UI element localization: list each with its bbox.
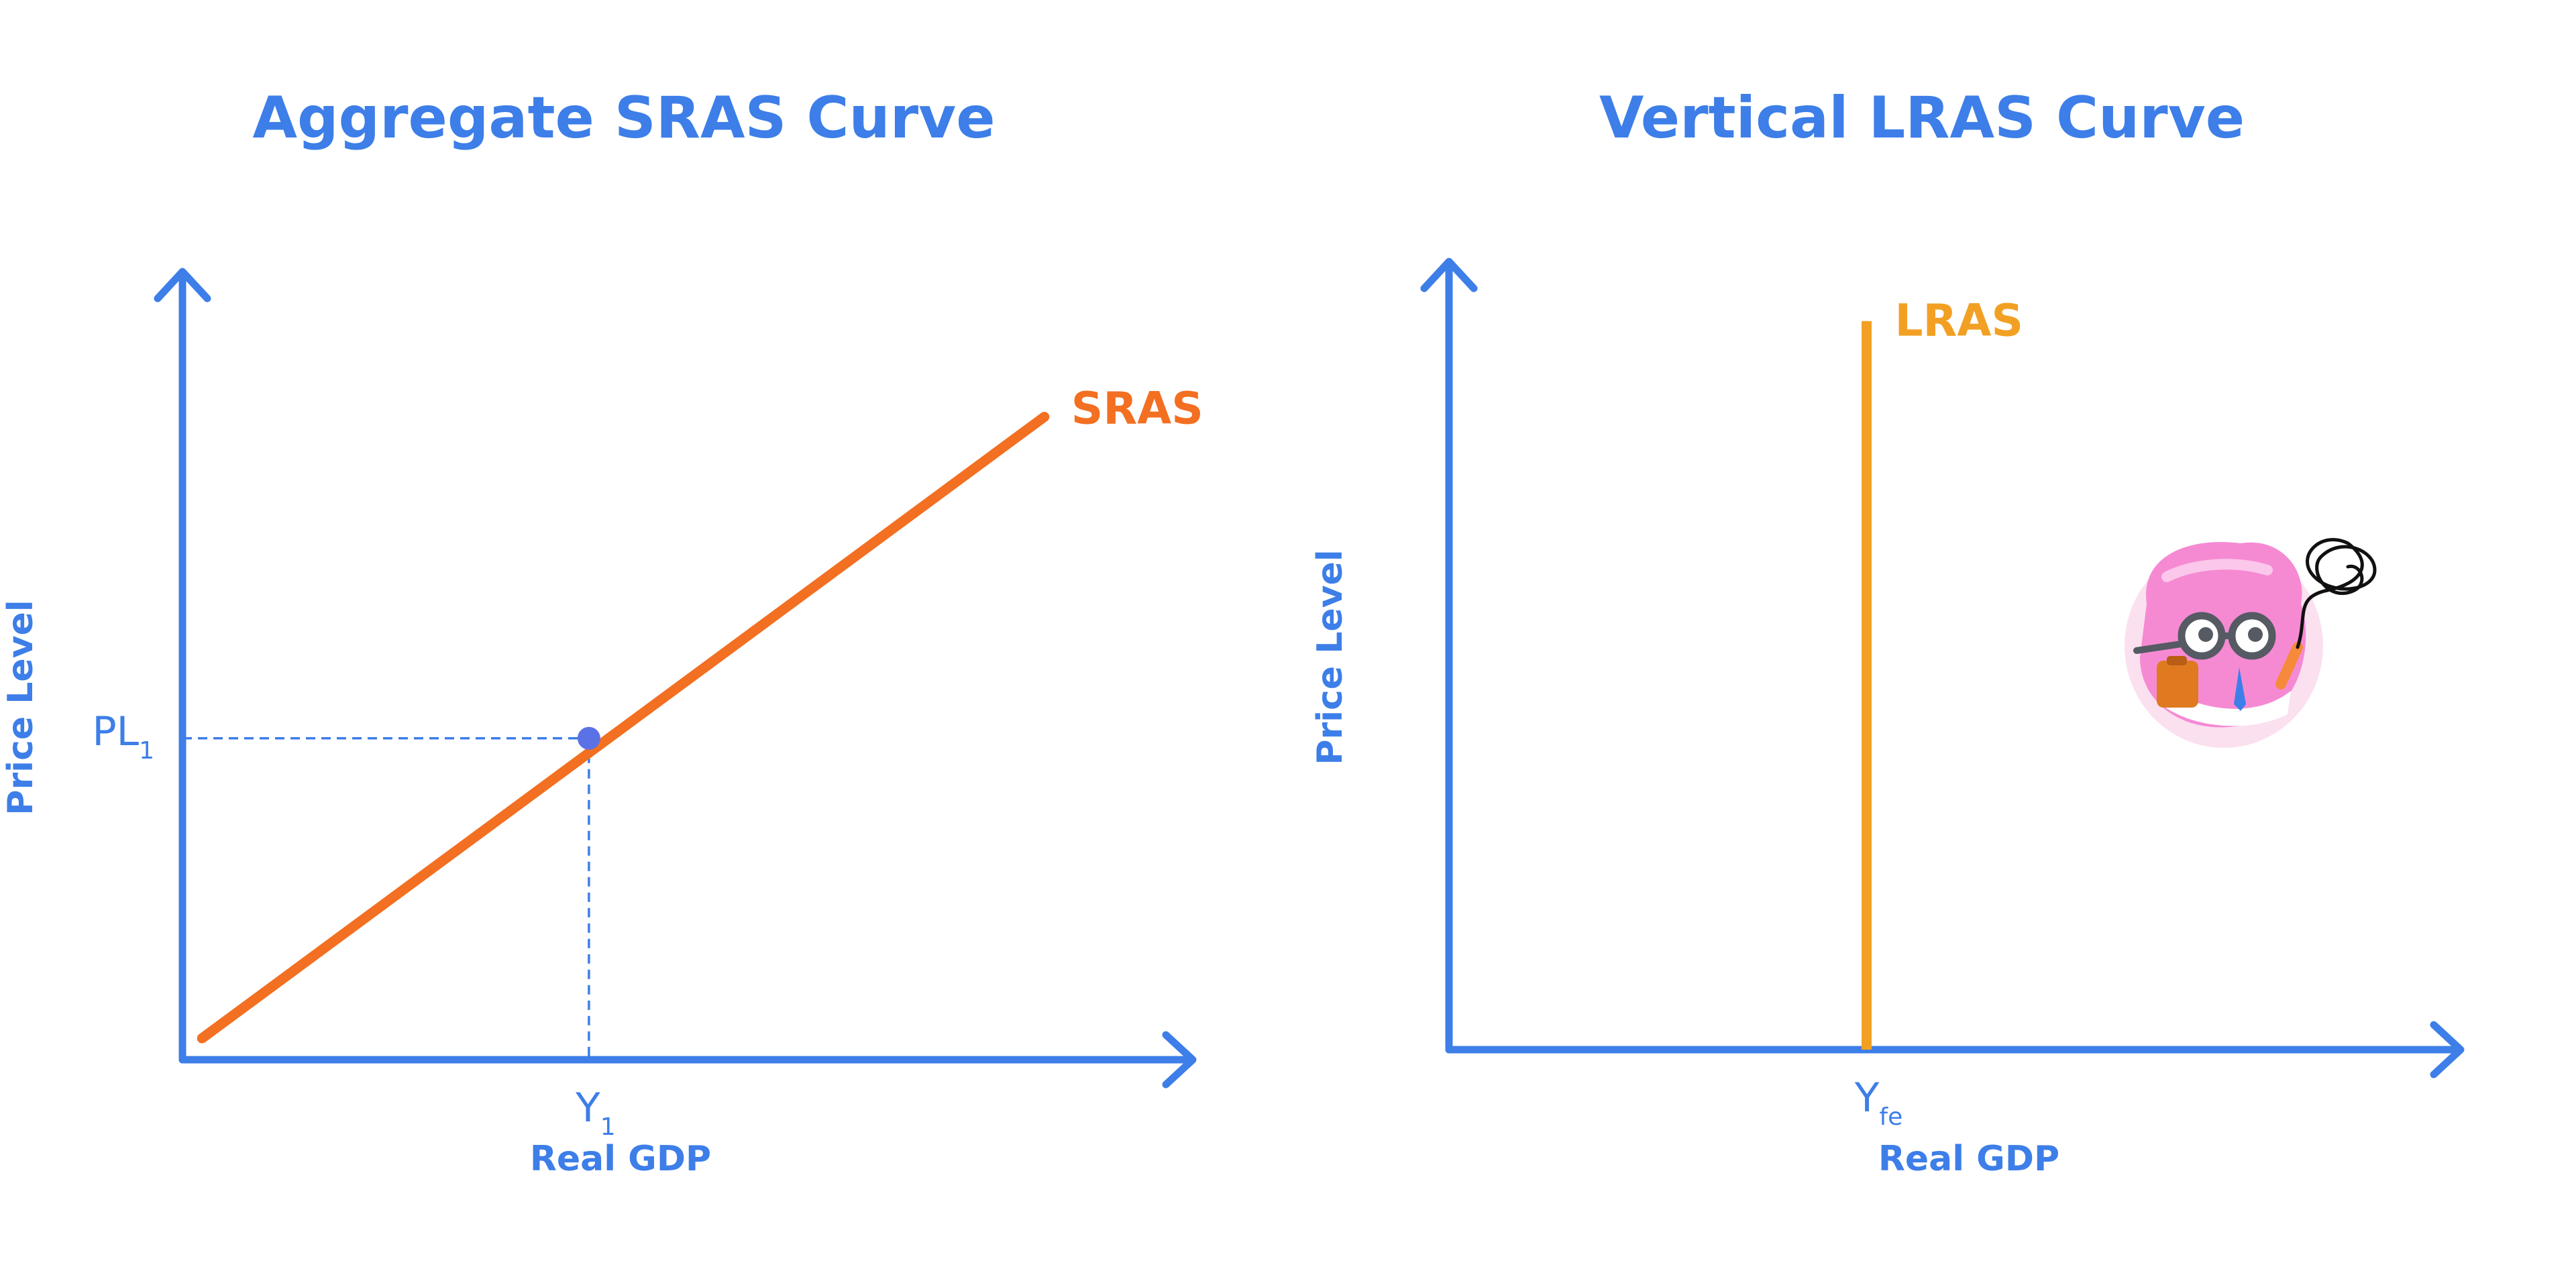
x-axis-label: Real GDP bbox=[1878, 1139, 2059, 1179]
y-tick-label-pl1: PL1 bbox=[92, 708, 154, 765]
tick-subscript: 1 bbox=[600, 1113, 616, 1141]
x-axis-label: Real GDP bbox=[530, 1139, 711, 1179]
equilibrium-point bbox=[577, 726, 600, 750]
x-tick-label-yfe: Yfe bbox=[1854, 1074, 1902, 1131]
sras-curve bbox=[197, 412, 1050, 1044]
y-axis-label: Price Level bbox=[1, 600, 41, 815]
tick-subscript: fe bbox=[1879, 1103, 1902, 1131]
lras-chart: Vertical LRAS Curve LRAS Yfe Real GDP Pr… bbox=[1310, 85, 2465, 1179]
chart-title: Vertical LRAS Curve bbox=[1599, 85, 2245, 152]
lras-curve-label: LRAS bbox=[1895, 295, 2024, 347]
tick-base: Y bbox=[1854, 1074, 1880, 1121]
chart-title: Aggregate SRAS Curve bbox=[252, 85, 995, 152]
y-axis-arrow bbox=[1420, 258, 1478, 292]
x-axis-arrow bbox=[2430, 1021, 2465, 1078]
sras-curve-label: SRAS bbox=[1071, 383, 1203, 435]
x-tick-label-y1: Y1 bbox=[575, 1085, 616, 1141]
x-axis-arrow bbox=[1162, 1031, 1197, 1089]
y-axis-arrow bbox=[154, 268, 211, 302]
tick-subscript: 1 bbox=[139, 737, 154, 765]
tick-base: Y bbox=[575, 1085, 600, 1131]
y-axis-label: Price Level bbox=[1310, 549, 1350, 765]
tick-base: PL bbox=[92, 708, 139, 755]
scientist-mascot-icon bbox=[2125, 538, 2377, 748]
sras-chart: Aggregate SRAS Curve SRAS PL1 Y1 Real GD… bbox=[1, 85, 1203, 1179]
